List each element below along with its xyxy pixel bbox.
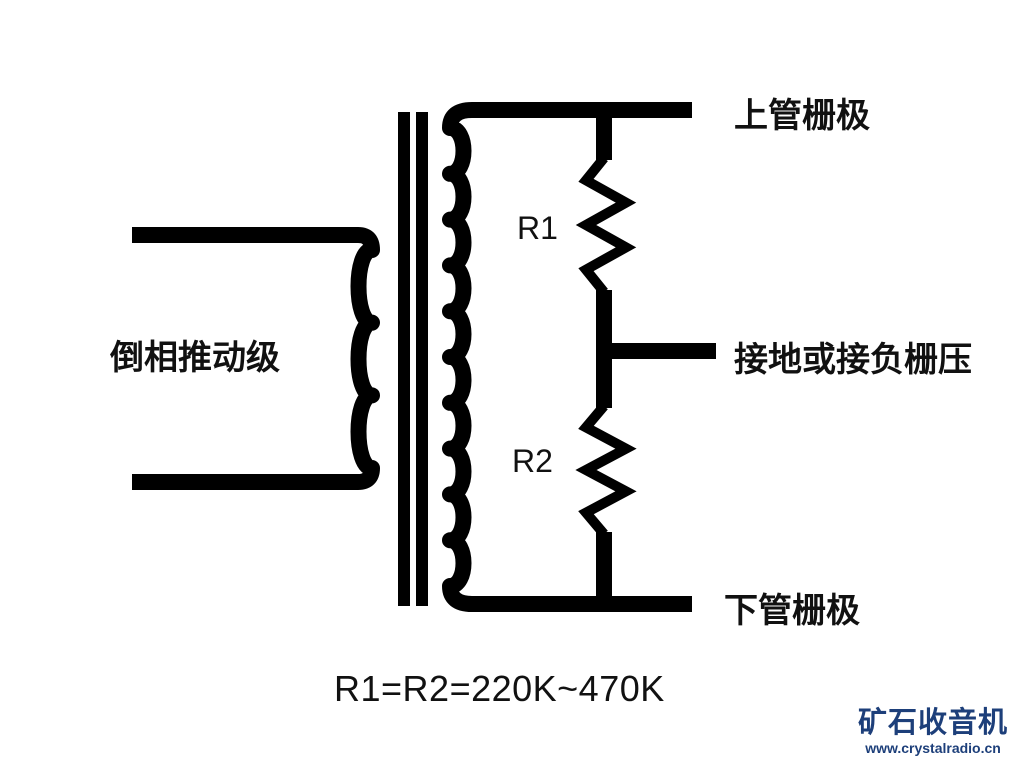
upper-grid-label: 上管栅极 xyxy=(734,96,870,136)
watermark-logo: 矿石收音机 www.crystalradio.cn xyxy=(858,706,1008,758)
transformer-core-line-2 xyxy=(416,112,428,606)
r1-label: R1 xyxy=(517,210,558,246)
transformer-core-line-1 xyxy=(398,112,410,606)
driver-stage-label: 倒相推动级 xyxy=(110,338,280,378)
resistor-r2 xyxy=(575,402,637,538)
secondary-winding xyxy=(442,102,473,612)
watermark-url: www.crystalradio.cn xyxy=(865,740,1001,756)
primary-winding xyxy=(350,227,380,490)
center-tap-label: 接地或接负栅压 xyxy=(734,340,972,380)
lower-grid-label: 下管栅极 xyxy=(724,591,860,631)
watermark-brand: 矿石收音机 xyxy=(858,705,1009,739)
resistor-value-formula: R1=R2=220K~470K xyxy=(334,668,665,709)
resistor-r1 xyxy=(575,154,637,296)
r2-label: R2 xyxy=(512,443,553,479)
